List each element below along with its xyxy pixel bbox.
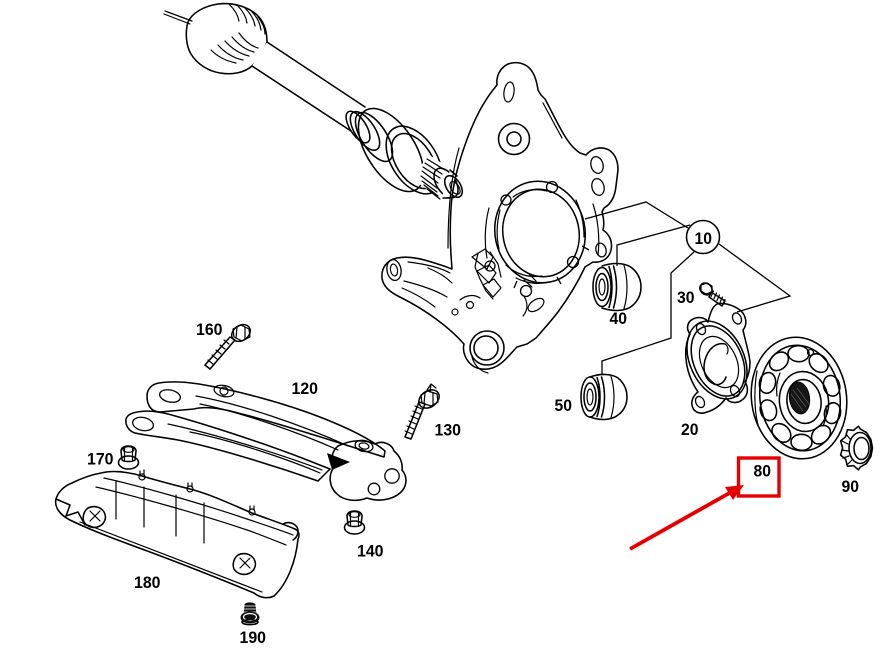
svg-text:30: 30 (677, 288, 695, 307)
svg-text:160: 160 (196, 320, 223, 339)
svg-text:180: 180 (134, 573, 161, 592)
svg-text:130: 130 (435, 421, 462, 440)
svg-text:120: 120 (292, 379, 319, 398)
svg-text:190: 190 (240, 628, 267, 647)
svg-text:140: 140 (357, 542, 384, 561)
svg-text:80: 80 (754, 462, 772, 481)
svg-text:170: 170 (87, 450, 114, 469)
svg-text:20: 20 (681, 420, 699, 439)
svg-text:10: 10 (695, 229, 713, 248)
svg-text:90: 90 (842, 477, 860, 496)
svg-text:40: 40 (610, 309, 628, 328)
svg-text:50: 50 (555, 396, 573, 415)
